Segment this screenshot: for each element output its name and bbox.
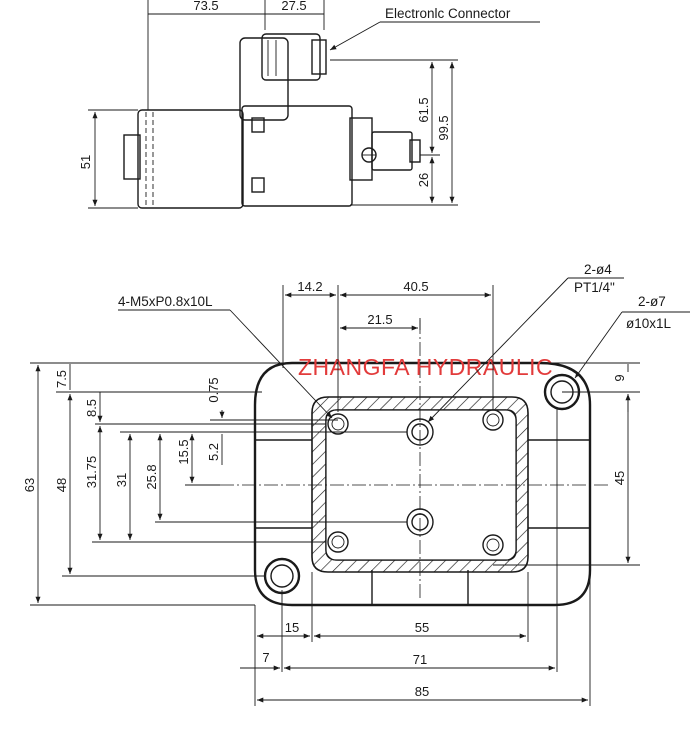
dim-14-2: 14.2 [297,279,322,294]
dim-85: 85 [415,684,429,699]
fixing-screw [251,177,265,193]
side-view: 73.5 27.5 Electronlc Connector 51 [78,0,540,209]
fixing-hole-bottom-left [263,557,301,595]
valve-body [241,105,353,207]
dim-99-5: 99.5 [436,115,451,140]
dim-15: 15 [285,620,299,635]
mounting-hole-top-left [327,413,349,435]
dim-31: 31 [114,473,129,487]
electronic-connector-label: Electronlc Connector [385,6,511,21]
dim-7: 7 [262,650,269,665]
dim-0-75: 0.75 [206,377,221,402]
solenoid-coil [137,109,244,209]
dim-27-5: 27.5 [281,0,306,13]
port-b-spec-label: ø10x1L [626,316,672,331]
connector-leader [329,21,381,51]
port-a-thread-label: PT1/4" [574,280,615,295]
dim-8-5: 8.5 [84,399,99,417]
thread-leader [229,309,333,419]
manual-override-cap [123,134,141,180]
dim-9: 9 [612,374,627,381]
bottom-tab [371,570,469,605]
dim-40-5: 40.5 [403,279,428,294]
watermark-text: ZHANGFA HYDRAULIC [298,354,553,380]
dim-61-5: 61.5 [416,97,431,122]
port-a-count-label: 2-ø4 [584,262,612,277]
mounting-hole-bottom-right [482,534,504,556]
valve-end-block [349,117,373,181]
dim-21-5: 21.5 [367,312,392,327]
connector-gland [311,39,327,75]
dim-51: 51 [78,155,93,169]
dim-48: 48 [54,478,69,492]
thread-spec-label: 4-M5xP0.8x10L [118,294,213,309]
base-plate-outline [253,361,592,607]
dim-25-8: 25.8 [144,464,159,489]
mounting-hole-bottom-left [327,531,349,553]
dim-26: 26 [416,173,431,187]
pressure-fitting [371,131,413,171]
plan-view: ZHANGFA HYDRAULIC 14.2 40.5 21.5 4-M5xP0… [22,262,690,706]
dim-31-75: 31.75 [84,456,99,489]
dim-63: 63 [22,478,37,492]
port-b-count-label: 2-ø7 [638,294,666,309]
dim-45: 45 [612,471,627,485]
dim-15-5: 15.5 [176,439,191,464]
dim-55: 55 [415,620,429,635]
dim-73-5: 73.5 [193,0,218,13]
connector-plug [261,33,321,81]
fixing-screw [251,117,265,133]
fitting-nut [409,139,421,163]
dim-5-2: 5.2 [206,443,221,461]
dim-71: 71 [413,652,427,667]
port-a-leader [427,277,569,423]
dim-7-5: 7.5 [54,370,69,388]
port-b-leader [574,311,623,379]
